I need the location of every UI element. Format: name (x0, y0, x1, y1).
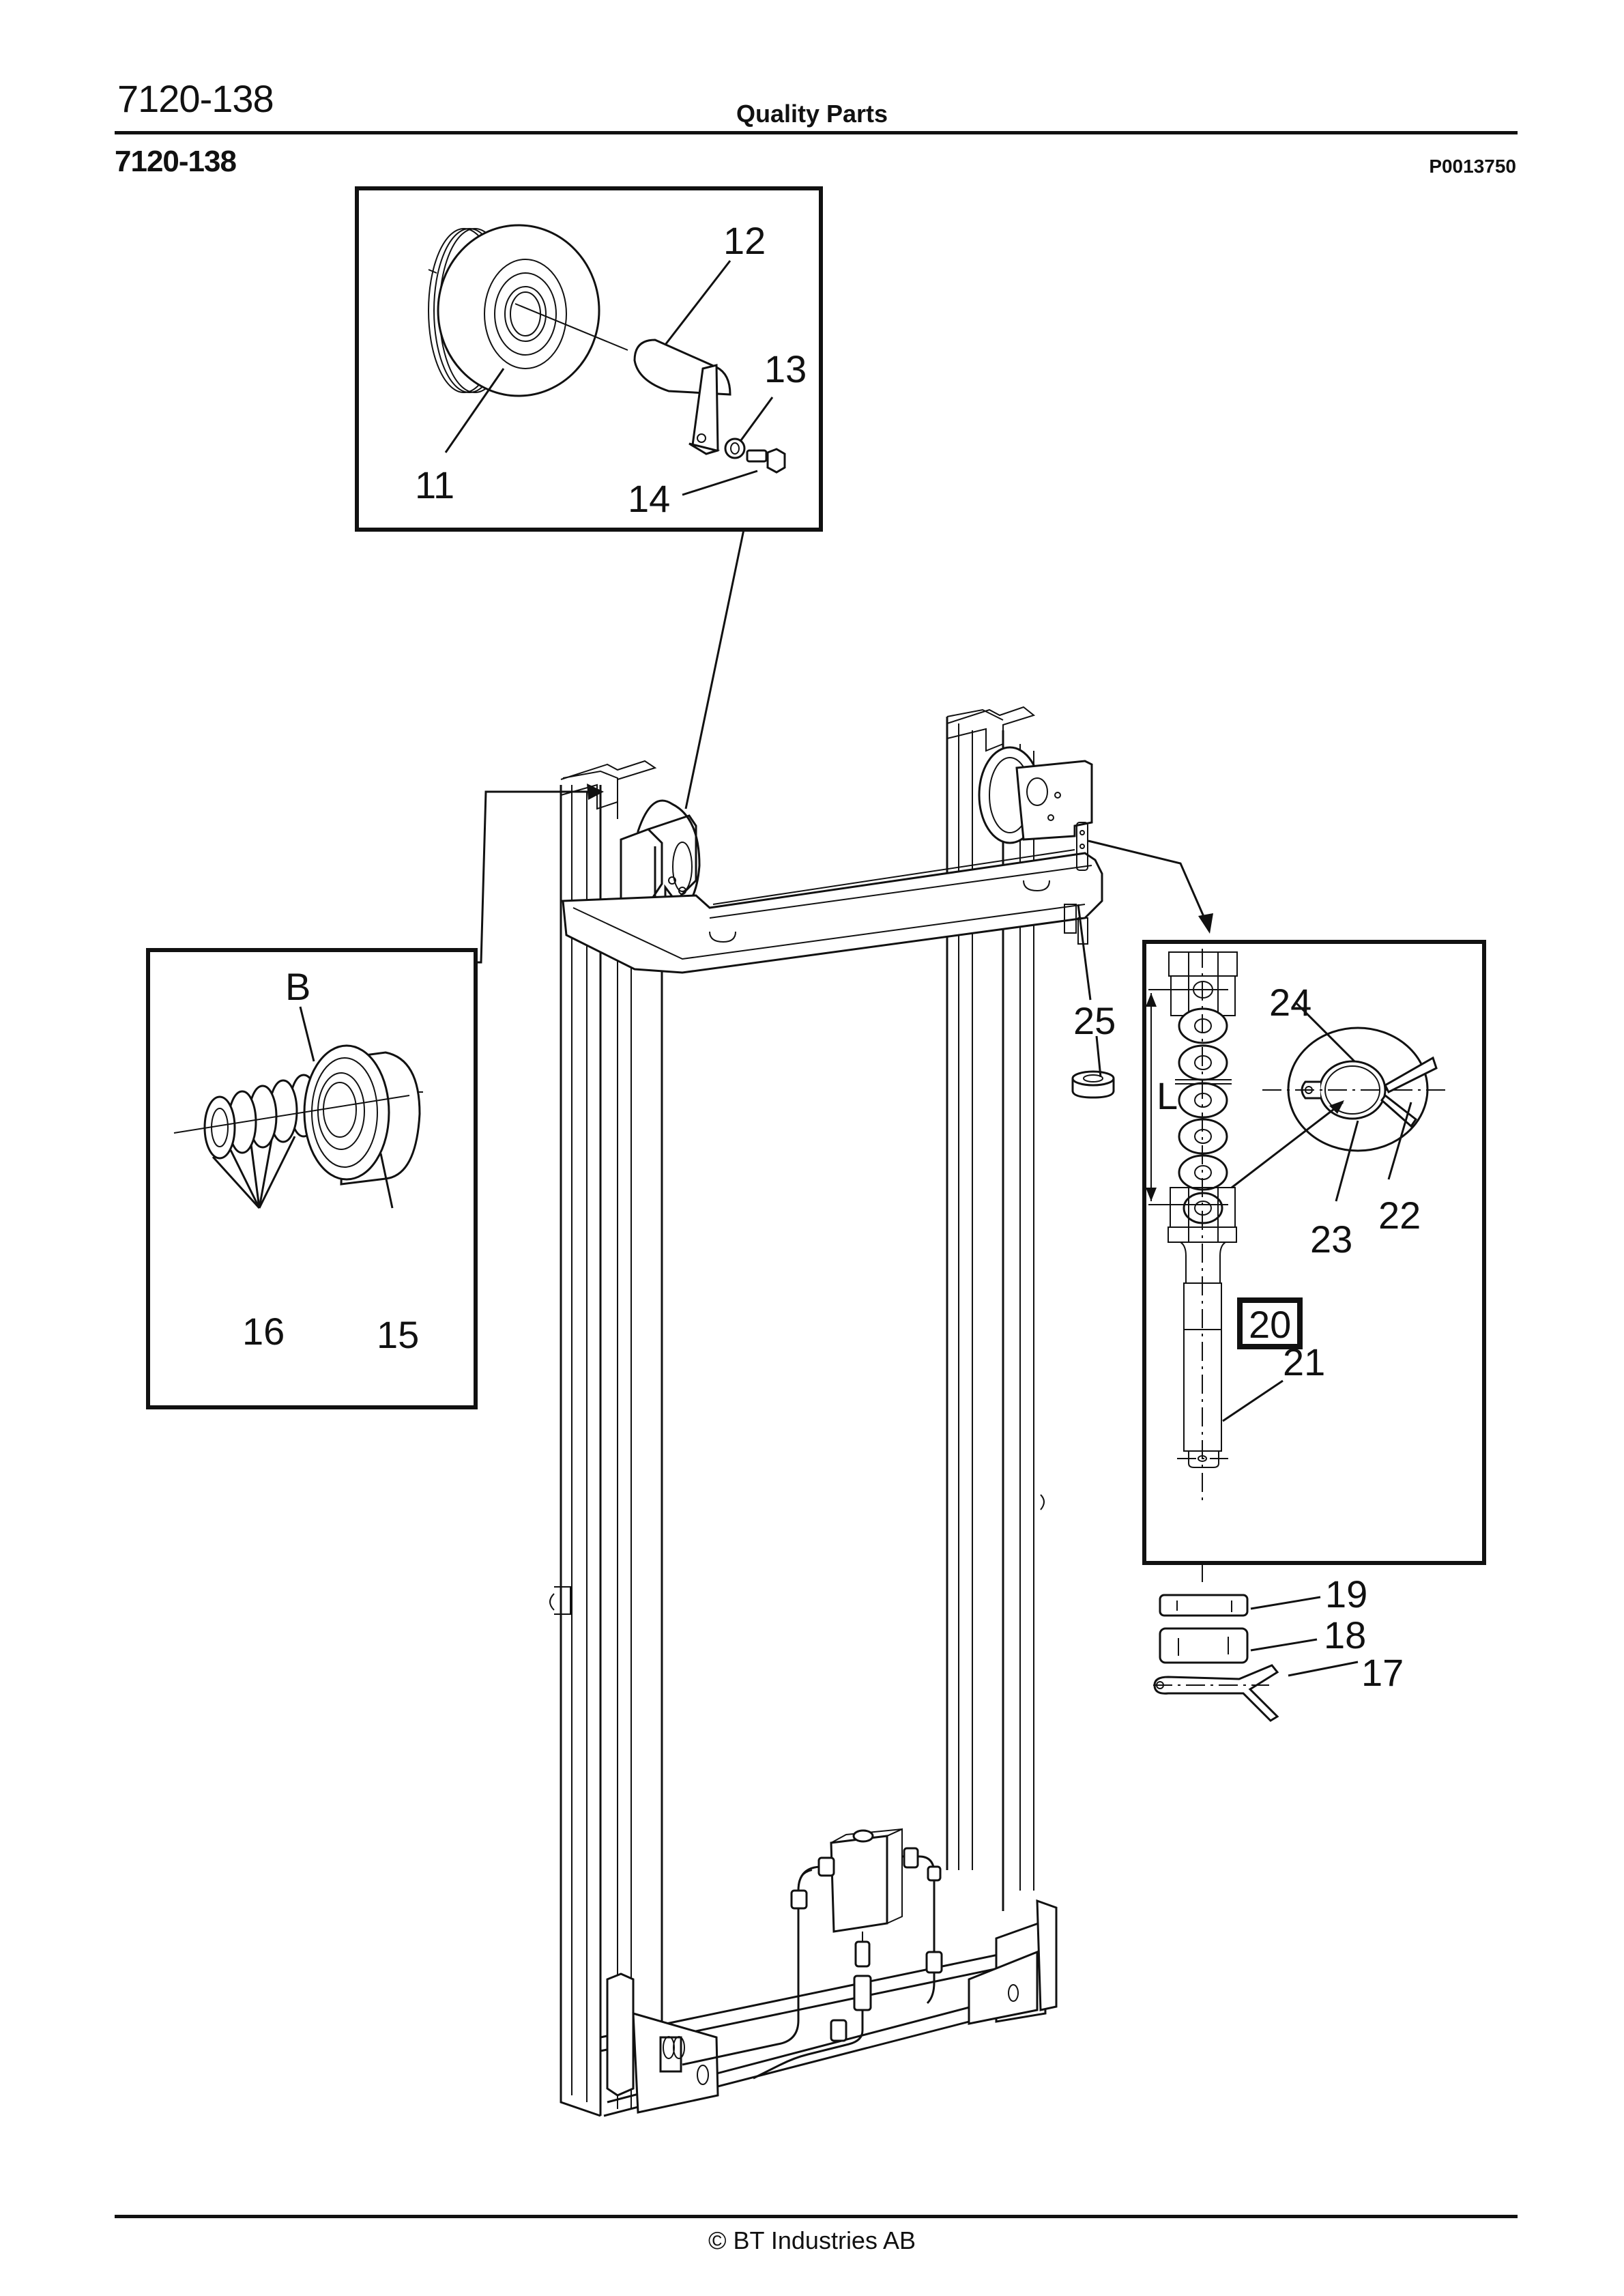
leader-17 (1288, 1661, 1359, 1677)
inset-connector-bearing (474, 790, 590, 964)
arrow-head-icon (1198, 913, 1213, 934)
mast-assembly (549, 706, 1103, 2117)
callout-20: 20 (1249, 1303, 1291, 1346)
dimension-L (1146, 989, 1228, 1205)
leader-25-lower (1095, 1035, 1102, 1078)
spacer-pin (1064, 904, 1077, 934)
cotter-pin-part-17 (1153, 1664, 1279, 1722)
callout-B: B (285, 965, 310, 1008)
inset-top-roller: 11 12 13 14 (355, 186, 823, 809)
leader-21 (1222, 1379, 1284, 1422)
callout-L: L (1157, 1074, 1178, 1117)
figure-code: 7120-138 (115, 145, 237, 178)
inset-connector-chain (1088, 840, 1206, 919)
arrow-head-icon (1329, 1100, 1344, 1114)
loose-parts: 19 18 17 25 (1064, 904, 1404, 1722)
mast-top-crosshead (562, 822, 1103, 974)
inset-frame (146, 948, 478, 1409)
right-pulley-bracket (978, 746, 1093, 844)
callout-24: 24 (1269, 981, 1311, 1024)
leader-chain-detail (1231, 1101, 1344, 1189)
sleeve-part-18 (1159, 1627, 1249, 1664)
chain-links (1175, 1007, 1232, 1191)
spacer-part-25 (1071, 1070, 1115, 1099)
leader-18 (1250, 1638, 1318, 1652)
bolt-part-14 (746, 448, 786, 474)
bearing-part-15 (173, 1044, 423, 1186)
leader-15 (379, 1153, 394, 1209)
mast-base (600, 1899, 1058, 2117)
arrow-head-icon (587, 784, 604, 800)
callout-18: 18 (1324, 1613, 1366, 1656)
axle-bracket-part-12 (633, 339, 731, 455)
leader-13 (740, 397, 774, 441)
callout-17: 17 (1361, 1651, 1404, 1694)
callout-19: 19 (1325, 1573, 1367, 1616)
section-title: Quality Parts (736, 100, 888, 128)
leader-22 (1387, 1102, 1412, 1180)
inset-connector-top (684, 529, 745, 809)
footer-divider (115, 2215, 1518, 2218)
copyright-notice: © BT Industries AB (708, 2226, 916, 2254)
callout-14: 14 (628, 477, 670, 520)
picture-reference: P0013750 (1429, 156, 1516, 177)
callout-22: 22 (1378, 1194, 1421, 1237)
leader-23 (1335, 1120, 1359, 1202)
callout-15: 15 (377, 1313, 419, 1356)
washer-part-13 (724, 437, 746, 459)
header-divider (115, 131, 1518, 134)
roller-part-11 (428, 224, 628, 397)
boxed-callout-frame (1237, 1297, 1303, 1349)
callout-16: 16 (242, 1310, 285, 1353)
leader-16-fan (212, 1136, 296, 1209)
leader-12 (664, 260, 731, 345)
inset-chain: L 24 23 22 21 20 (1088, 840, 1486, 1565)
inset-frame (355, 186, 823, 532)
document-code: 7120-138 (117, 77, 274, 120)
sleeve-part-19 (1159, 1594, 1249, 1617)
leader-14 (682, 470, 758, 496)
callout-23: 23 (1310, 1218, 1352, 1261)
hydraulic-valve-block (682, 1828, 943, 2080)
callout-11: 11 (415, 463, 454, 506)
callout-13: 13 (764, 347, 807, 390)
leader-B (299, 1006, 315, 1062)
inset-bearing: B 15 16 (146, 784, 604, 1409)
leader-25-upper (1077, 904, 1092, 1001)
spacer-rings-part-16 (203, 1074, 319, 1160)
inset-frame (1142, 940, 1486, 1565)
mast-top-profiles (560, 706, 1036, 810)
leader-19 (1250, 1596, 1321, 1610)
leader-11 (444, 368, 505, 453)
callout-12: 12 (723, 219, 766, 262)
callout-25: 25 (1073, 999, 1116, 1042)
leader-24 (1295, 1002, 1356, 1063)
mast-left-upright (549, 770, 663, 2117)
